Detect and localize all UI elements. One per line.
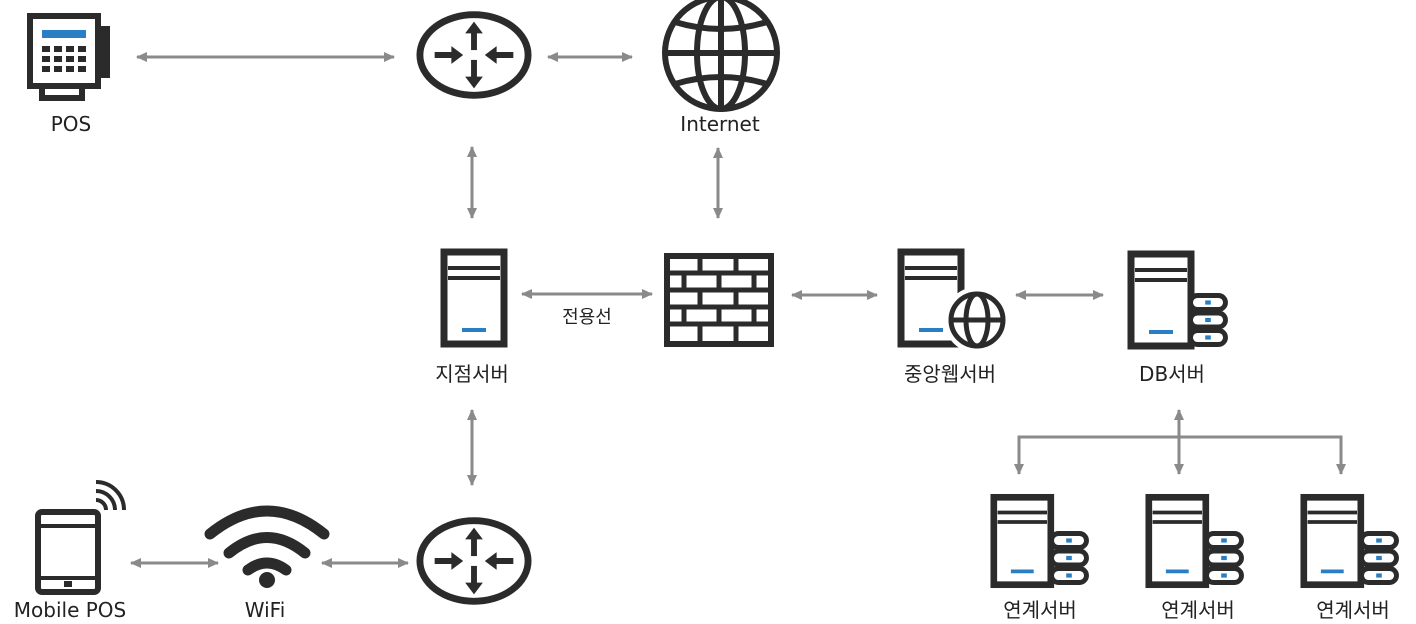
wifi-dot (259, 572, 275, 588)
linked-server-icon-2 (1149, 497, 1242, 584)
linked-server-icon-3 (1304, 497, 1397, 584)
branch-server-label: 지점서버 (435, 362, 509, 386)
firewall-icon (664, 253, 774, 347)
db-server-label: DB서버 (1139, 362, 1205, 386)
server-icon (444, 252, 504, 344)
internet-label: Internet (680, 112, 760, 136)
web-server-icon (901, 252, 1010, 353)
linked-server-label-1: 연계서버 (1003, 598, 1077, 622)
edge-bus (1014, 435, 1346, 475)
router-icon-top (420, 15, 528, 96)
wifi-label: WiFi (244, 598, 286, 622)
tablet-wireless-icon (35, 480, 126, 595)
connections (130, 52, 1346, 568)
router-icon-bottom (420, 521, 528, 602)
pos-terminal-icon (27, 13, 110, 101)
linked-server-label-3: 연계서버 (1316, 598, 1390, 622)
central-web-server-label: 중앙웹서버 (904, 362, 996, 386)
db-server-icon (1131, 254, 1226, 346)
wifi-icon (204, 505, 330, 576)
linked-server-label-2: 연계서버 (1161, 598, 1235, 622)
leased-line-label: 전용선 (562, 307, 612, 328)
pos-label: POS (50, 112, 92, 136)
mobile-pos-label: Mobile POS (13, 598, 127, 622)
linked-server-icon-1 (994, 497, 1087, 584)
globe-icon (662, 0, 780, 112)
